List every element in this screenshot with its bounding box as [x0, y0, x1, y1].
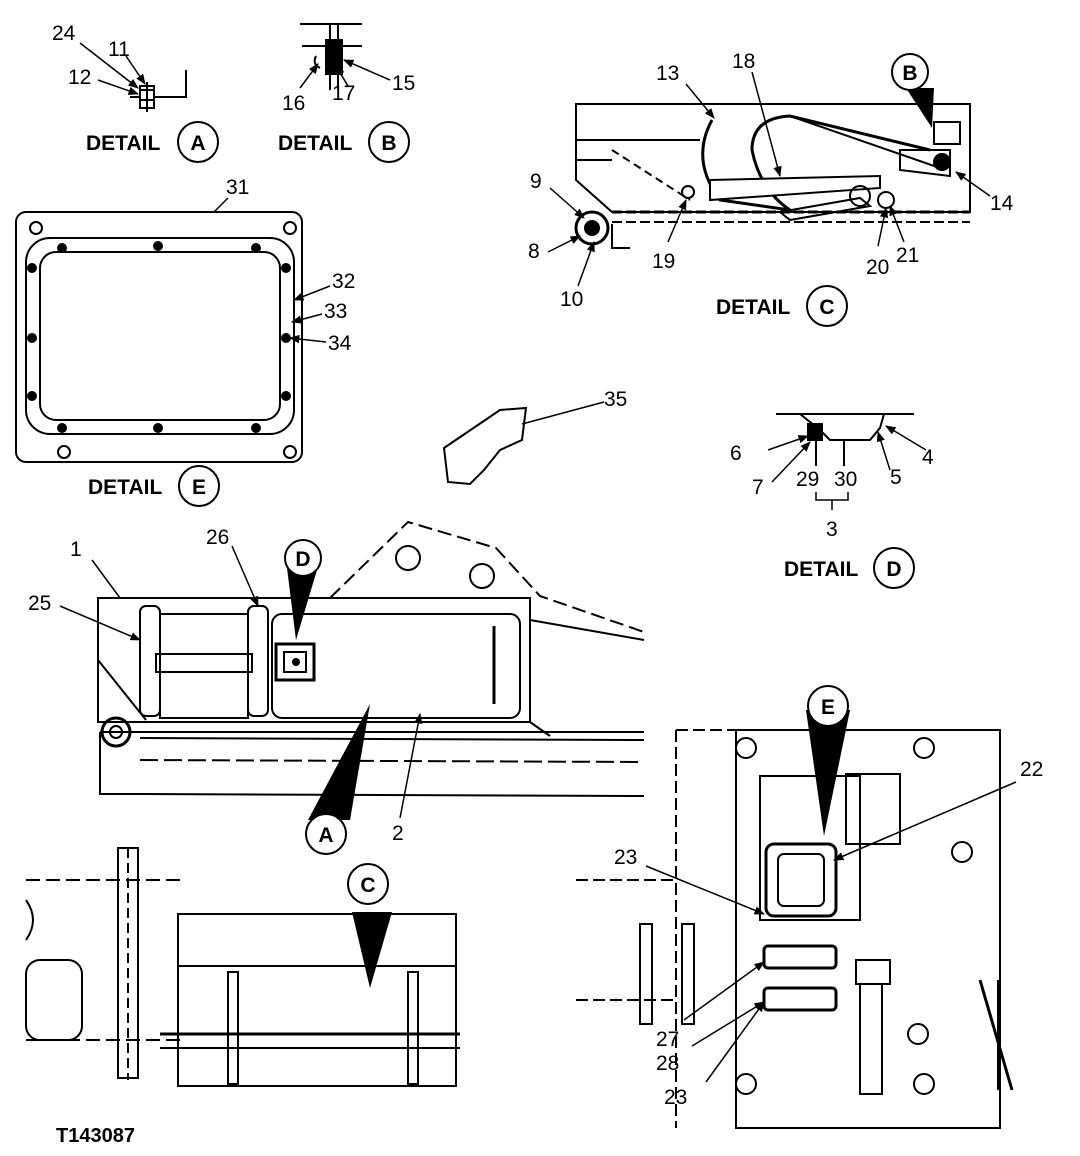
detail-e-letter: E — [192, 476, 206, 499]
part-15: 15 — [392, 72, 415, 95]
part-26: 26 — [206, 526, 229, 549]
part-13: 13 — [656, 62, 679, 85]
part-14: 14 — [990, 192, 1014, 215]
part-31: 31 — [226, 176, 249, 199]
detail-b-letter: B — [381, 132, 396, 155]
part-10: 10 — [560, 288, 583, 311]
part-25: 25 — [28, 592, 51, 615]
detail-a-letter: A — [190, 132, 205, 155]
part-1: 1 — [70, 538, 82, 561]
detail-c-letter: C — [819, 296, 834, 319]
part-16: 16 — [282, 92, 305, 115]
part-19: 19 — [652, 250, 675, 273]
callout-b-circle — [891, 53, 929, 91]
detail-b-drawing — [299, 23, 391, 90]
part-21: 21 — [896, 244, 919, 267]
detail-d-letter: D — [886, 558, 901, 581]
detail-e-circle — [178, 465, 220, 507]
part-6: 6 — [730, 442, 742, 465]
detail-e-drawing — [15, 197, 331, 463]
lower-right-assembly — [576, 710, 1017, 1129]
part-35: 35 — [604, 388, 627, 411]
part-23-bottom: 23 — [664, 1086, 687, 1109]
detail-c-circle — [806, 285, 848, 327]
callout-b-letter: B — [902, 62, 917, 85]
callout-a-letter: A — [318, 824, 333, 847]
part-35-shape — [442, 401, 605, 486]
part-34: 34 — [328, 332, 352, 355]
part-8: 8 — [528, 240, 540, 263]
part-23-top: 23 — [614, 846, 637, 869]
detail-a-circle — [177, 121, 219, 163]
detail-a-drawing — [79, 42, 187, 112]
main-assembly — [59, 520, 645, 820]
callout-d-letter: D — [295, 548, 310, 571]
part-5: 5 — [890, 466, 902, 489]
part-12: 12 — [68, 66, 91, 89]
detail-b-word: DETAIL — [278, 132, 352, 155]
detail-e-word: DETAIL — [88, 476, 162, 499]
lower-left-assembly — [25, 847, 460, 1087]
detail-c-drawing — [547, 71, 991, 287]
part-3: 3 — [826, 518, 838, 541]
part-11: 11 — [108, 38, 130, 61]
part-27: 27 — [656, 1028, 679, 1051]
callout-a-circle — [305, 813, 347, 855]
part-24: 24 — [52, 22, 76, 45]
part-29: 29 — [796, 468, 819, 491]
part-22: 22 — [1020, 758, 1043, 781]
part-9: 9 — [530, 170, 542, 193]
part-33: 33 — [324, 300, 347, 323]
detail-d-word: DETAIL — [784, 558, 858, 581]
detail-d-drawing — [767, 413, 927, 510]
callout-e-circle — [807, 685, 849, 727]
detail-a-word: DETAIL — [86, 132, 160, 155]
part-32: 32 — [332, 270, 355, 293]
part-30: 30 — [834, 468, 857, 491]
part-7: 7 — [752, 476, 764, 499]
detail-d-circle — [873, 547, 915, 589]
callout-c-circle — [347, 863, 389, 905]
figure-code: T143087 — [56, 1125, 135, 1147]
detail-c-word: DETAIL — [716, 296, 790, 319]
part-18: 18 — [732, 50, 755, 73]
callout-c-letter: C — [360, 874, 375, 897]
callout-e-letter: E — [821, 696, 835, 719]
detail-b-circle — [368, 121, 410, 163]
part-28: 28 — [656, 1052, 679, 1075]
part-4: 4 — [922, 446, 934, 469]
callout-d-circle — [284, 539, 322, 577]
part-17: 17 — [332, 82, 355, 105]
part-20: 20 — [866, 256, 889, 279]
part-2: 2 — [392, 822, 404, 845]
